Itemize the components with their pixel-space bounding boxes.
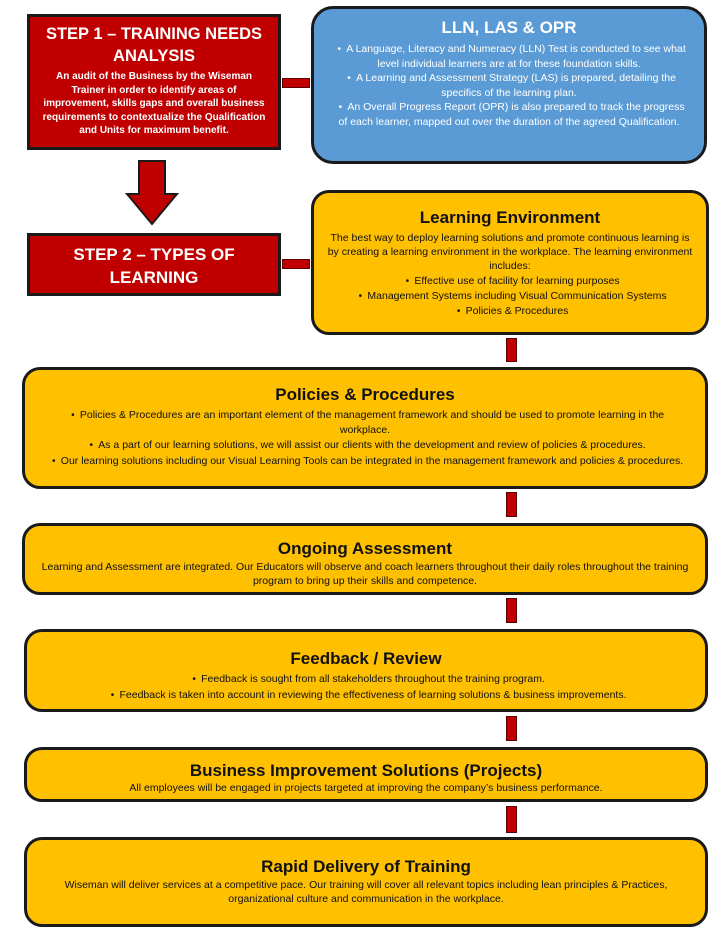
bullet-icon: • (338, 102, 343, 113)
feedback-list: •Feedback is sought from all stakeholder… (41, 672, 691, 703)
projects-title: Business Improvement Solutions (Projects… (189, 761, 543, 780)
policies-box: Policies & Procedures •Policies & Proced… (22, 367, 708, 489)
learning-environment-title: Learning Environment (419, 208, 601, 227)
connector-assessment-feedback (506, 598, 517, 623)
bullet-icon: • (192, 674, 196, 685)
lln-title: LLN, LAS & OPR (441, 18, 577, 37)
bullet-icon: • (405, 276, 410, 287)
rapid-body: Wiseman will deliver services at a compe… (64, 879, 668, 905)
rapid-box: Rapid Delivery of Training Wiseman will … (24, 837, 708, 927)
connector-env-policies (506, 338, 517, 362)
policies-title: Policies & Procedures (275, 385, 455, 404)
learning-environment-list: •Effective use of facility for learning … (324, 274, 696, 319)
list-item: •As a part of our learning solutions, we… (41, 438, 689, 453)
list-item: •A Learning and Assessment Strategy (LAS… (328, 71, 690, 100)
projects-body: All employees will be engaged in project… (129, 782, 603, 794)
bullet-icon: • (71, 410, 75, 421)
learning-environment-box: Learning Environment The best way to dep… (311, 190, 709, 335)
step2-title: STEP 2 – TYPES OF LEARNING (73, 245, 235, 287)
connector-projects-rapid (506, 806, 517, 833)
connector-step1-lln (282, 78, 310, 88)
policies-list: •Policies & Procedures are an important … (41, 408, 689, 469)
assessment-title: Ongoing Assessment (277, 539, 453, 558)
connector-policies-assessment (506, 492, 517, 517)
connector-feedback-projects (506, 716, 517, 741)
list-item: •Policies & Procedures are an important … (41, 408, 689, 437)
learning-environment-body: The best way to deploy learning solution… (327, 232, 693, 272)
list-item: •Policies & Procedures (324, 304, 696, 319)
list-item: •Feedback is taken into account in revie… (41, 688, 691, 703)
feedback-title: Feedback / Review (290, 649, 442, 668)
bullet-icon: • (89, 440, 94, 451)
list-item: •A Language, Literacy and Numeracy (LLN)… (328, 42, 690, 71)
bullet-icon: • (347, 73, 351, 84)
bullet-icon: • (52, 456, 56, 467)
step1-box: STEP 1 – TRAINING NEEDS ANALYSIS An audi… (27, 14, 281, 150)
step1-body: An audit of the Business by the Wiseman … (42, 71, 266, 136)
feedback-box: Feedback / Review •Feedback is sought fr… (24, 629, 708, 712)
bullet-icon: • (337, 44, 341, 55)
step2-box: STEP 2 – TYPES OF LEARNING (27, 233, 281, 296)
step1-title: STEP 1 – TRAINING NEEDS ANALYSIS (45, 25, 263, 65)
assessment-body: Learning and Assessment are integrated. … (41, 561, 689, 587)
arrow-down-icon (125, 160, 179, 226)
lln-list: •A Language, Literacy and Numeracy (LLN)… (328, 42, 690, 129)
bullet-icon: • (358, 291, 363, 302)
list-item: •An Overall Progress Report (OPR) is als… (328, 100, 690, 129)
list-item: •Feedback is sought from all stakeholder… (41, 672, 691, 687)
rapid-title: Rapid Delivery of Training (261, 857, 471, 876)
projects-box: Business Improvement Solutions (Projects… (24, 747, 708, 802)
list-item: •Effective use of facility for learning … (324, 274, 696, 289)
assessment-box: Ongoing Assessment Learning and Assessme… (22, 523, 708, 595)
bullet-icon: • (456, 306, 461, 317)
bullet-icon: • (110, 690, 115, 701)
list-item: •Management Systems including Visual Com… (324, 289, 696, 304)
lln-box: LLN, LAS & OPR •A Language, Literacy and… (311, 6, 707, 164)
list-item: •Our learning solutions including our Vi… (41, 454, 689, 469)
connector-step2-env (282, 259, 310, 269)
